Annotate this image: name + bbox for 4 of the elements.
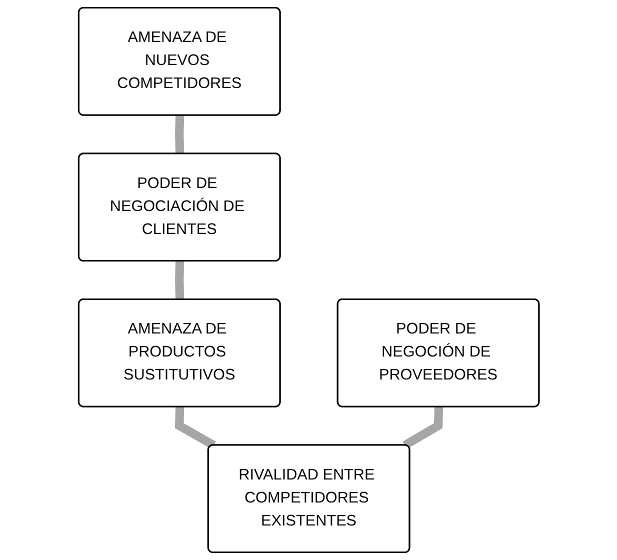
- connector: [402, 406, 443, 450]
- connector: [174, 406, 216, 450]
- connector: [174, 261, 184, 300]
- connector: [174, 115, 184, 154]
